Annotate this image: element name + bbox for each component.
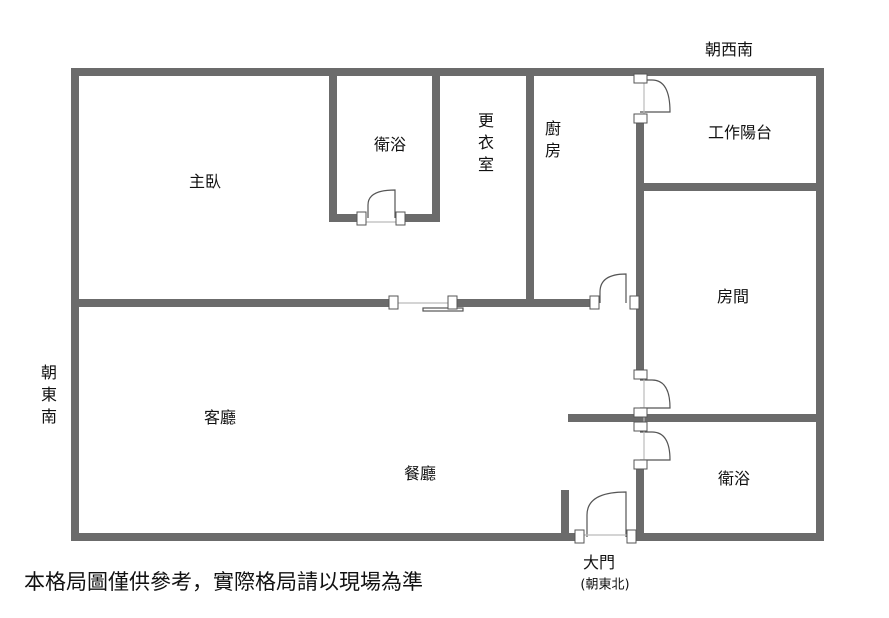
entrance-direction: (朝東北): [580, 577, 630, 593]
door-master-bath: [367, 189, 396, 218]
door-room: [640, 379, 671, 409]
direction-top: 朝西南: [704, 40, 754, 59]
door-sliding: [422, 307, 464, 312]
room-master-bedroom: 主臥: [188, 172, 222, 191]
entrance-label: 大門: [582, 553, 616, 572]
room-work-balcony: 工作陽台: [707, 123, 773, 142]
door-kitchen: [599, 273, 627, 303]
room-bath: 衛浴: [717, 469, 751, 488]
walls: [71, 68, 824, 541]
door-main: [586, 491, 627, 537]
disclaimer: 本格局圖僅供參考，實際格局請以現場為準: [24, 570, 423, 594]
door-balcony: [640, 79, 671, 113]
door-jambs: [356, 73, 648, 544]
room-kitchen: 廚房: [542, 120, 561, 164]
room-living: 客廳: [203, 408, 237, 427]
room-closet: 更衣室: [475, 112, 494, 178]
doors: [362, 78, 671, 537]
door-bath: [640, 431, 671, 461]
room-master-bath: 衛浴: [373, 135, 407, 154]
direction-left: 朝東南: [38, 364, 57, 430]
room-bedroom: 房間: [716, 287, 750, 306]
room-dining: 餐廳: [403, 464, 437, 483]
